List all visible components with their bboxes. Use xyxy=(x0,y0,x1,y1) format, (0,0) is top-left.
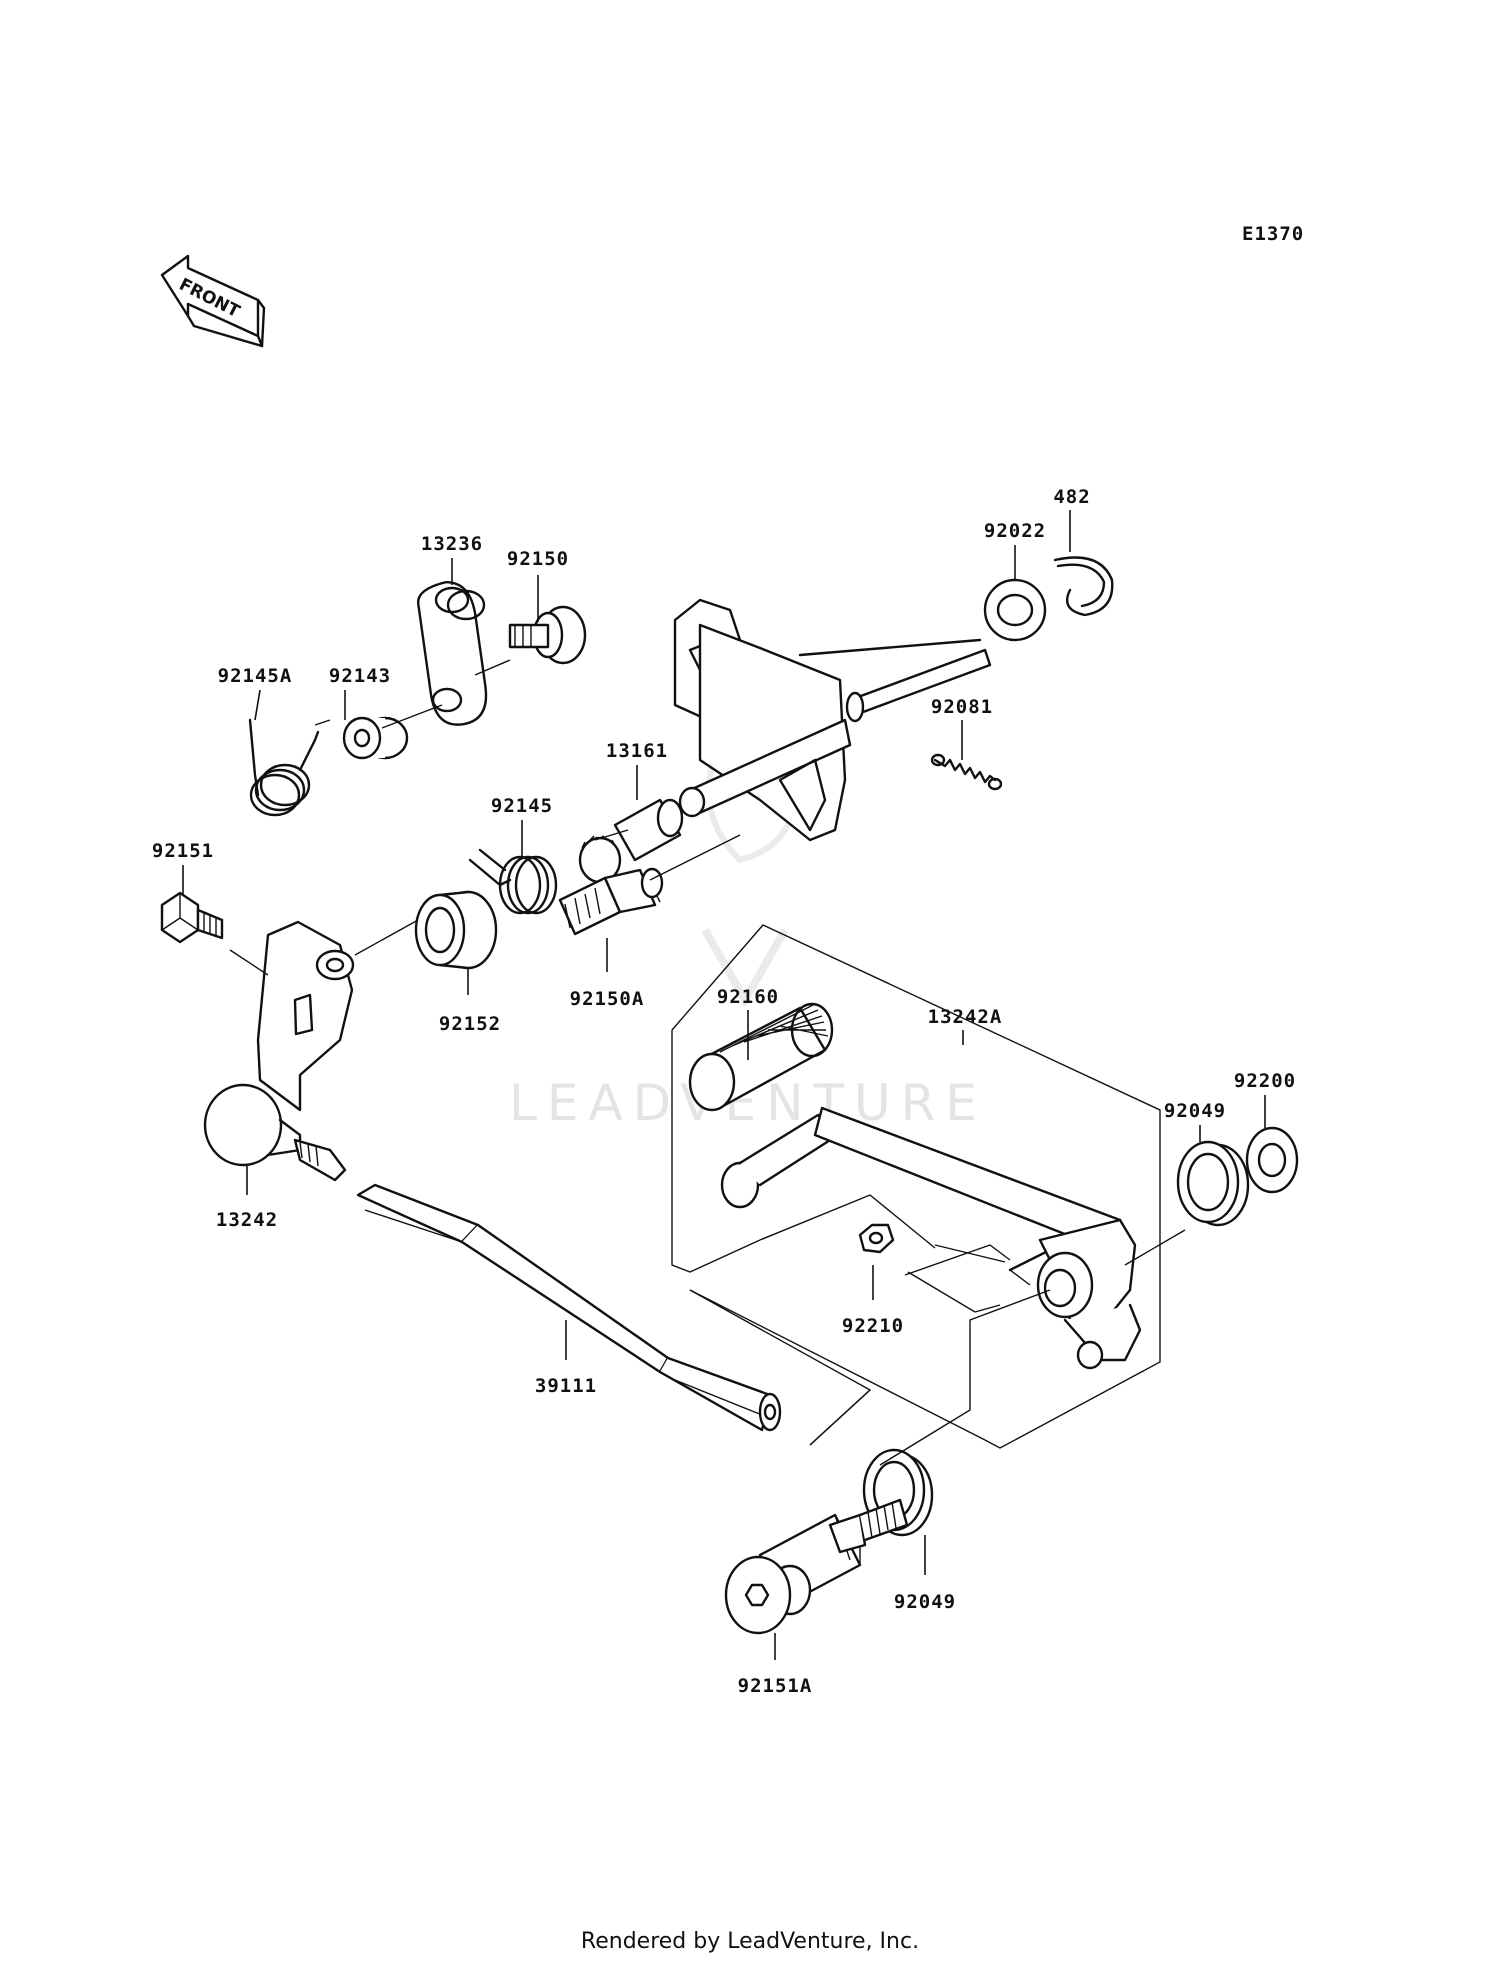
pedal-rubber-92160 xyxy=(688,1002,834,1112)
part-label-92151: 92151 xyxy=(152,840,214,862)
part-label-92049-lower: 92049 xyxy=(894,1591,956,1613)
part-label-92150: 92150 xyxy=(507,548,569,570)
bolt-92151 xyxy=(160,891,224,944)
part-label-13242: 13242 xyxy=(216,1209,278,1231)
collar-92143 xyxy=(342,716,409,760)
part-label-92022: 92022 xyxy=(984,520,1046,542)
washer-92022 xyxy=(983,578,1047,642)
washer-92200 xyxy=(1245,1126,1299,1194)
spring-92145 xyxy=(468,848,558,915)
part-label-39111: 39111 xyxy=(535,1375,597,1397)
shift-shaft-assembly xyxy=(673,598,992,842)
part-label-92210: 92210 xyxy=(842,1315,904,1337)
part-label-13242A: 13242A xyxy=(928,1006,1003,1028)
part-label-92200: 92200 xyxy=(1234,1070,1296,1092)
part-label-92145A: 92145A xyxy=(218,665,293,687)
part-label-92152: 92152 xyxy=(439,1013,501,1035)
part-label-92081: 92081 xyxy=(931,696,993,718)
pivot-bolt-92151A xyxy=(724,1498,909,1635)
leader-lines xyxy=(182,510,1266,1660)
part-label-13161: 13161 xyxy=(606,740,668,762)
part-label-92049-upper: 92049 xyxy=(1164,1100,1226,1122)
footer-credit: Rendered by LeadVenture, Inc. xyxy=(581,1929,919,1954)
plunger-13161 xyxy=(578,798,684,884)
part-label-92143: 92143 xyxy=(329,665,391,687)
shift-arm-plate-13236 xyxy=(417,581,488,726)
part-label-482: 482 xyxy=(1053,486,1090,508)
bolt-92150A xyxy=(558,867,664,936)
collar-92152 xyxy=(414,890,498,970)
circlip-482 xyxy=(1053,556,1114,617)
shift-lever-13242 xyxy=(203,920,355,1182)
part-label-92150A: 92150A xyxy=(570,988,645,1010)
tie-rod-39111 xyxy=(356,1183,782,1432)
spring-92081 xyxy=(930,753,1003,791)
bolt-92150 xyxy=(508,605,587,665)
front-arrow-icon: FRONT xyxy=(160,254,266,348)
seal-92049-upper xyxy=(1176,1140,1250,1227)
diagram-code: E1370 xyxy=(1242,223,1304,245)
part-label-13236: 13236 xyxy=(421,533,483,555)
pedal-lever-13242A xyxy=(720,1106,1142,1370)
part-label-92145: 92145 xyxy=(491,795,553,817)
nut-92210 xyxy=(858,1223,895,1254)
part-labels: 13236 92150 92145A 92143 92022 482 92081… xyxy=(152,486,1296,1697)
spring-92145A xyxy=(248,718,320,817)
part-label-92160: 92160 xyxy=(717,986,779,1008)
part-label-92151A: 92151A xyxy=(738,1675,813,1697)
